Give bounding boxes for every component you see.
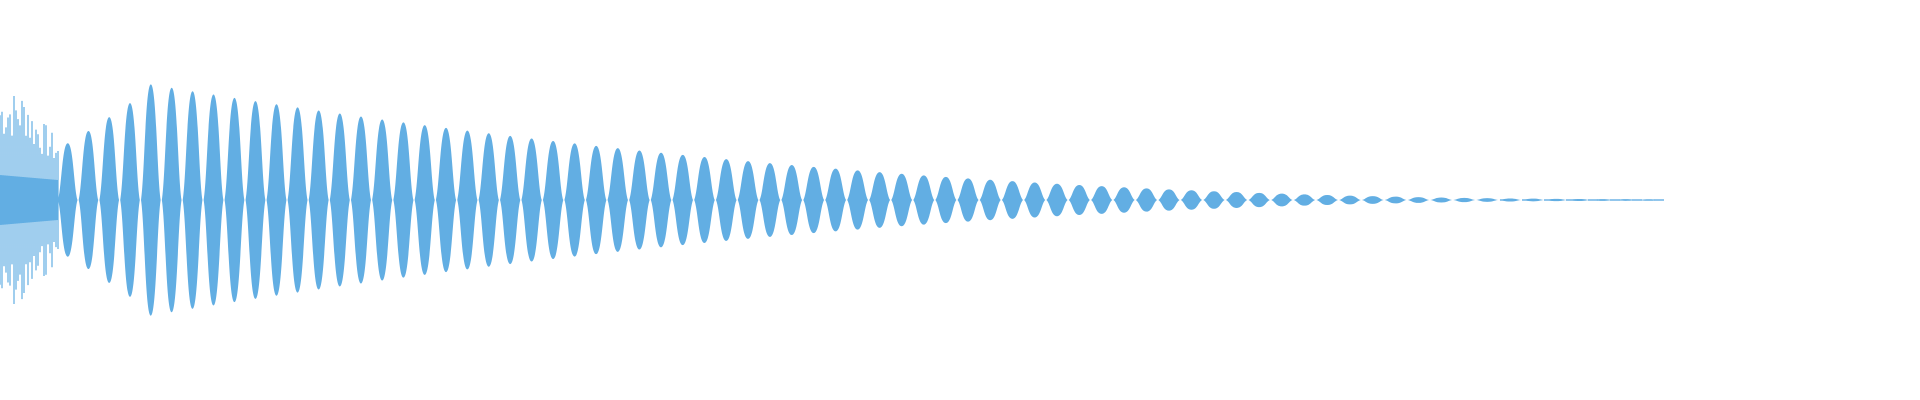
waveform-lobe [308,110,329,290]
waveform-lobe [781,164,803,236]
waveform-lobe [672,154,694,246]
waveform-lobe [1339,195,1361,205]
waveform-lobe [979,179,1001,221]
waveform-lobe [1271,193,1293,207]
waveform-lobe [586,145,607,255]
waveform-lobe [1225,192,1248,208]
waveform-lobe [1499,198,1522,202]
waveform-lobe [478,133,499,267]
waveform-lobe [372,119,393,281]
waveform-lobe [1180,190,1203,210]
waveform-lobe [759,163,781,237]
waveform-lobe [1001,181,1023,219]
waveform-lobe [1203,191,1225,209]
waveform-lobe [266,104,287,296]
waveform-lobe [737,161,759,239]
waveform-shape [0,84,1664,316]
waveform-lobe [1248,192,1270,208]
waveform-lobe [1430,197,1453,203]
waveform-lobe [120,103,140,297]
waveform-lobe [287,107,308,293]
waveform-lobe [329,113,350,287]
waveform-lobe [650,152,672,248]
waveform-lobe [141,84,161,316]
waveform-lobe [1407,197,1430,203]
waveform-lobe [803,166,825,234]
waveform-lobe [1135,188,1158,212]
waveform-lobe [182,91,203,309]
waveform-lobe [1091,186,1113,214]
waveform-lobe [99,117,120,283]
waveform-lobe [694,157,715,243]
waveform-lobe [393,122,414,278]
waveform-lobe [1024,182,1046,218]
waveform-lobe [564,143,585,257]
waveform-lobe [500,135,521,265]
waveform-lobe [161,87,182,313]
waveform-lobe [542,140,564,260]
waveform-lobe [1113,187,1135,213]
waveform-lobe [414,125,435,275]
waveform-lobe [1158,189,1180,211]
waveform-lobe [1453,197,1476,203]
waveform-lobe [203,94,224,306]
waveform-lobe [521,138,542,262]
waveform-lobe [913,175,935,225]
waveform-lobe [869,172,891,228]
waveform-lobe [715,159,737,241]
waveform-lobe [350,116,371,284]
waveform-lobe [1068,184,1090,216]
waveform-lobe [78,130,99,270]
waveform-lobe [847,170,869,230]
waveform-lobe [1614,199,1637,201]
waveform-lobe [435,127,457,273]
waveform-lobe [891,173,913,227]
waveform-lobe [957,178,979,222]
waveform-lobe [629,150,650,250]
waveform-attack-body [0,175,58,225]
waveform-lobe [825,168,847,232]
waveform-lobe [1293,194,1316,206]
waveform-lobe [1316,194,1338,206]
waveform-lobe [457,130,478,270]
waveform-lobe [1384,196,1407,204]
waveform-lobe [224,97,245,303]
waveform-lobe [1046,183,1068,217]
waveform-lobe [245,101,266,299]
waveform-lobe [58,143,78,257]
waveform-lobe [1361,196,1384,204]
waveform-lobe [1476,198,1499,202]
waveform-lobe [935,176,957,224]
waveform-lobe [607,148,628,252]
